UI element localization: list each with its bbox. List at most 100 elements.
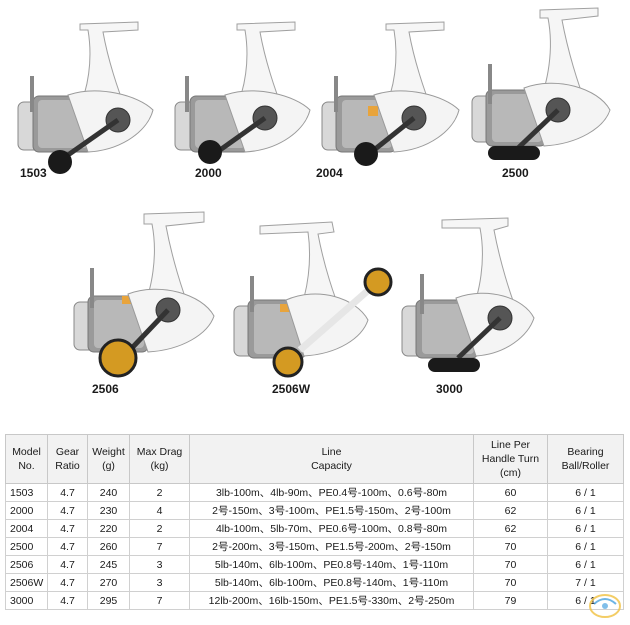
reel-drawing <box>233 221 393 378</box>
spec-table: Model No. Gear Ratio Weight (g) Max Drag… <box>5 434 624 610</box>
cell-model: 2506 <box>5 555 48 574</box>
cell-weight: 240 <box>87 483 130 502</box>
table-row: 2506 4.7 245 3 5lb-140m、6lb-100m、PE0.8号-… <box>5 555 624 574</box>
cell-drag: 7 <box>129 537 190 556</box>
header-weight: Weight (g) <box>87 434 130 484</box>
cell-drag: 2 <box>129 483 190 502</box>
cell-drag: 4 <box>129 501 190 520</box>
header-weight-line2: (g) <box>102 460 115 472</box>
cell-bearing: 6 / 1 <box>547 555 624 574</box>
table-row: 1503 4.7 240 2 3lb-100m、4lb-90m、PE0.4号-1… <box>5 483 624 502</box>
cell-gear: 4.7 <box>47 555 88 574</box>
header-model-line1: Model <box>12 446 41 458</box>
cell-bearing: 6 / 1 <box>547 501 624 520</box>
cell-per-turn: 70 <box>473 555 548 574</box>
cell-per-turn: 60 <box>473 483 548 502</box>
cell-capacity: 5lb-140m、6lb-100m、PE0.8号-140m、1号-110m <box>189 555 474 574</box>
cell-bearing: 7 / 1 <box>547 573 624 592</box>
cell-per-turn: 70 <box>473 573 548 592</box>
cell-bearing: 6 / 1 <box>547 483 624 502</box>
header-model: Model No. <box>5 434 48 484</box>
cell-drag: 3 <box>129 555 190 574</box>
header-gear-ratio: Gear Ratio <box>47 434 88 484</box>
cell-gear: 4.7 <box>47 591 88 610</box>
cell-gear: 4.7 <box>47 537 88 556</box>
reel-image-2506: 2506 <box>70 210 230 396</box>
reel-model-label: 2000 <box>195 166 222 180</box>
reel-image-2000: 2000 <box>165 10 315 180</box>
cell-per-turn: 70 <box>473 537 548 556</box>
reel-drawing <box>401 217 535 372</box>
cell-per-turn: 62 <box>473 501 548 520</box>
cell-weight: 260 <box>87 537 130 556</box>
header-drag-line1: Max Drag <box>136 446 183 458</box>
reel-model-label: 2500 <box>502 166 529 180</box>
cell-gear: 4.7 <box>47 519 88 538</box>
cell-capacity: 12lb-200m、16lb-150m、PE1.5号-330m、2号-250m <box>189 591 474 610</box>
header-capacity-line1: Line <box>321 446 342 458</box>
reel-model-label: 2506 <box>92 382 119 396</box>
header-weight-line1: Weight <box>92 446 125 458</box>
cell-gear: 4.7 <box>47 501 88 520</box>
header-perturn-line1: Line Per <box>490 439 531 451</box>
reel-image-2506W: 2506W <box>230 220 400 400</box>
cell-drag: 2 <box>129 519 190 538</box>
cell-model: 2000 <box>5 501 48 520</box>
reel-model-label: 2506W <box>272 382 311 396</box>
reel-image-2500: 2500 <box>466 4 626 180</box>
header-drag-line2: (kg) <box>150 460 169 472</box>
cell-drag: 3 <box>129 573 190 592</box>
cell-bearing: 6 / 1 <box>547 537 624 556</box>
site-logo-icon <box>588 590 622 620</box>
cell-model: 2506W <box>5 573 48 592</box>
reel-drawing <box>174 21 311 164</box>
cell-bearing: 6 / 1 <box>547 519 624 538</box>
header-line-capacity: Line Capacity <box>189 434 474 484</box>
cell-model: 1503 <box>5 483 48 502</box>
cell-model: 3000 <box>5 591 48 610</box>
cell-weight: 270 <box>87 573 130 592</box>
table-header-row: Model No. Gear Ratio Weight (g) Max Drag… <box>5 434 624 484</box>
cell-model: 2500 <box>5 537 48 556</box>
cell-capacity: 2号-150m、3号-100m、PE1.5号-150m、2号-100m <box>189 501 474 520</box>
cell-capacity: 4lb-100m、5lb-70m、PE0.6号-100m、0.8号-80m <box>189 519 474 538</box>
table-row: 2000 4.7 230 4 2号-150m、3号-100m、PE1.5号-15… <box>5 501 624 520</box>
header-capacity-line2: Capacity <box>311 460 352 472</box>
cell-gear: 4.7 <box>47 483 88 502</box>
header-bearing: Bearing Ball/Roller <box>547 434 624 484</box>
cell-capacity: 5lb-140m、6lb-100m、PE0.8号-140m、1号-110m <box>189 573 474 592</box>
cell-weight: 245 <box>87 555 130 574</box>
reel-drawing <box>17 21 154 174</box>
header-bearing-line2: Ball/Roller <box>561 460 610 472</box>
table-row: 2506W 4.7 270 3 5lb-140m、6lb-100m、PE0.8号… <box>5 573 624 592</box>
header-max-drag: Max Drag (kg) <box>129 434 190 484</box>
cell-drag: 7 <box>129 591 190 610</box>
cell-model: 2004 <box>5 519 48 538</box>
cell-weight: 220 <box>87 519 130 538</box>
reel-model-label: 2004 <box>316 166 343 180</box>
cell-weight: 295 <box>87 591 130 610</box>
header-gear-line2: Ratio <box>55 460 80 472</box>
cell-capacity: 3lb-100m、4lb-90m、PE0.4号-100m、0.6号-80m <box>189 483 474 502</box>
table-row: 2500 4.7 260 7 2号-200m、3号-150m、PE1.5号-20… <box>5 537 624 556</box>
reel-drawing <box>321 21 460 166</box>
cell-per-turn: 62 <box>473 519 548 538</box>
reel-image-2004: 2004 <box>314 10 464 180</box>
cell-per-turn: 79 <box>473 591 548 610</box>
reel-drawing <box>73 211 215 378</box>
header-model-line2: No. <box>18 460 35 472</box>
reel-model-label: 3000 <box>436 382 463 396</box>
reel-drawing <box>471 7 611 160</box>
header-gear-line1: Gear <box>55 446 80 458</box>
reel-model-label: 1503 <box>20 166 47 180</box>
cell-gear: 4.7 <box>47 573 88 592</box>
header-perturn-line3: (cm) <box>500 467 521 479</box>
header-line-per-turn: Line Per Handle Turn (cm) <box>473 434 548 484</box>
cell-capacity: 2号-200m、3号-150m、PE1.5号-200m、2号-150m <box>189 537 474 556</box>
table-row: 3000 4.7 295 7 12lb-200m、16lb-150m、PE1.5… <box>5 591 624 610</box>
header-bearing-line1: Bearing <box>567 446 604 458</box>
table-row: 2004 4.7 220 2 4lb-100m、5lb-70m、PE0.6号-1… <box>5 519 624 538</box>
reel-image-1503: 1503 <box>8 10 158 180</box>
reel-image-3000: 3000 <box>398 214 558 396</box>
header-perturn-line2: Handle Turn <box>481 453 540 465</box>
